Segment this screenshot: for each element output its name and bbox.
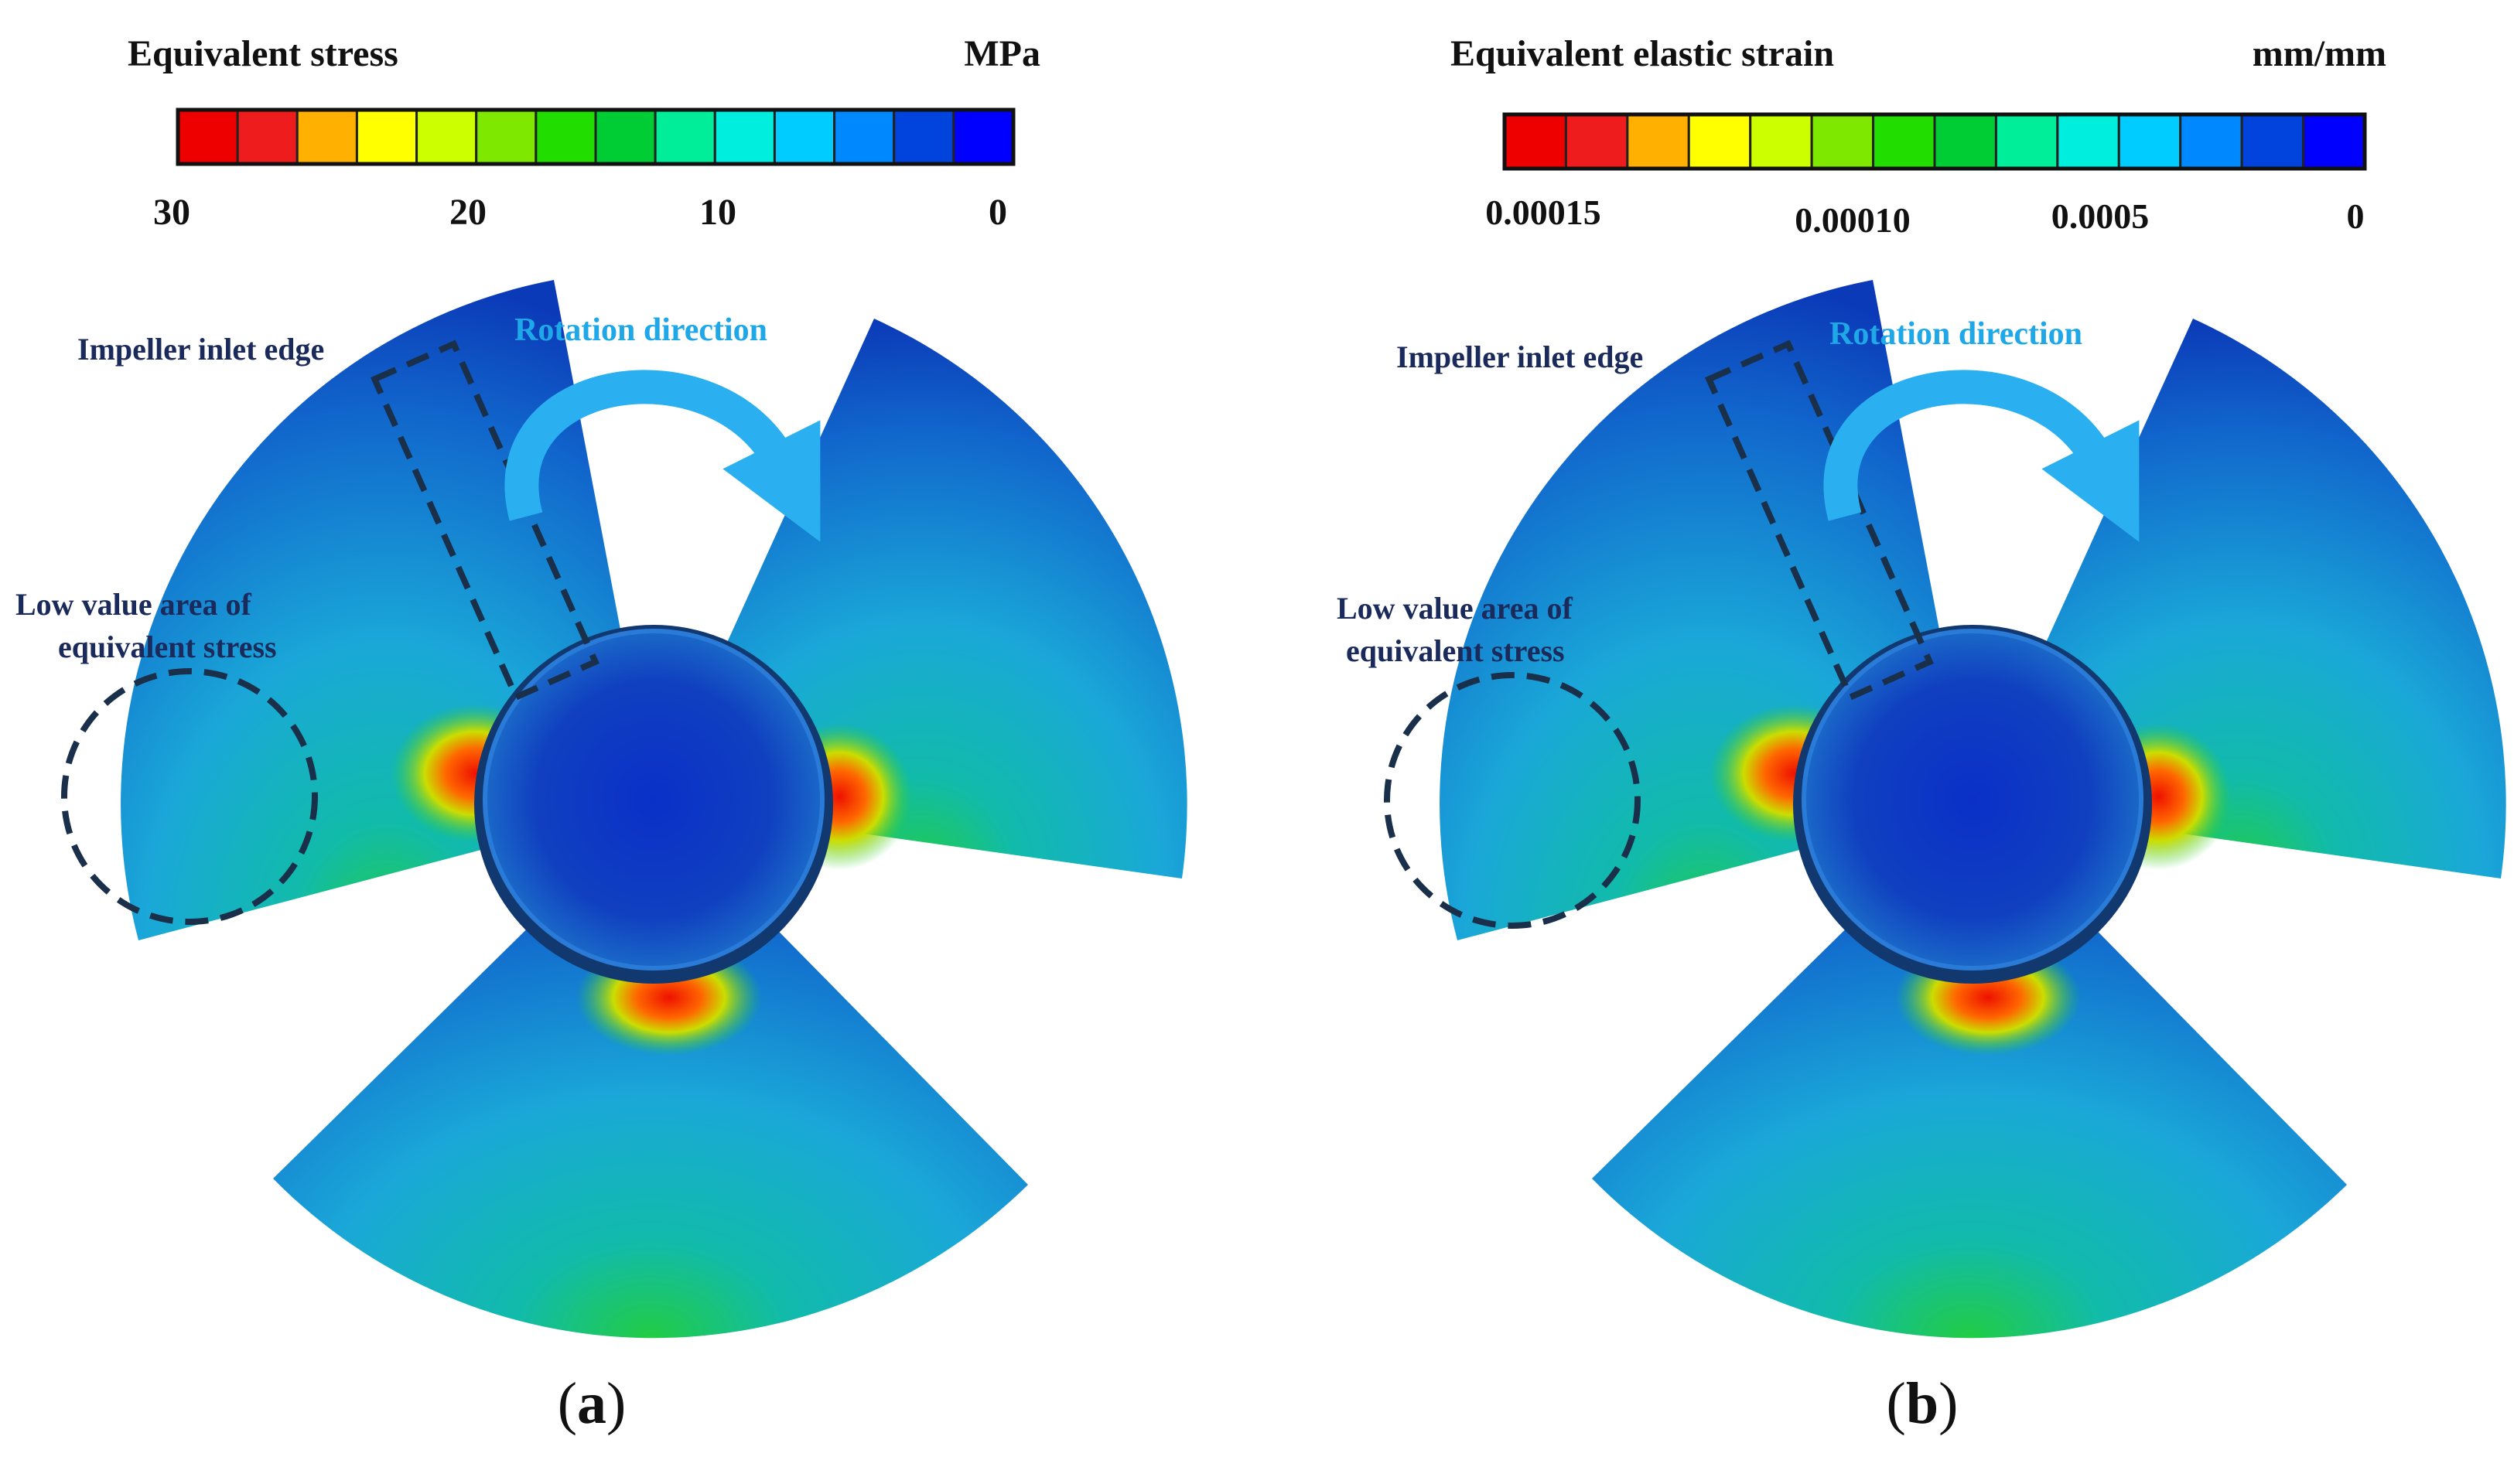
colorbar-cell [773, 108, 836, 165]
colorbar-cell [1872, 113, 1936, 170]
colorbar-tick-label: 0 [989, 192, 1007, 233]
colorbar-cell [1503, 113, 1567, 170]
colorbar [1502, 112, 2367, 171]
colorbar-cell [1933, 113, 1997, 170]
panel-caption: (b) [1887, 1371, 1959, 1436]
low-value-area-label: equivalent stress [58, 629, 277, 664]
colorbar-frame [176, 107, 1016, 166]
colorbar-cell [833, 108, 896, 165]
impeller-contour [1440, 280, 2506, 1338]
colorbar-cell [654, 108, 716, 165]
colorbar-cell [2056, 113, 2120, 170]
rotation-direction-label: Rotation direction [514, 312, 767, 348]
colorbar-unit: mm/mm [2253, 33, 2386, 74]
colorbar-cell [1749, 113, 1813, 170]
colorbar-tick-label: 10 [699, 192, 736, 233]
colorbar-cell [176, 108, 239, 165]
colorbar-cell [2240, 113, 2305, 170]
colorbar-cell [713, 108, 776, 165]
colorbar-cell [236, 108, 299, 165]
colorbar-cell [535, 108, 597, 165]
colorbar-cell [415, 108, 478, 165]
colorbar-cell [1687, 113, 1752, 170]
colorbar-cell [2179, 113, 2243, 170]
colorbar-cell [2302, 113, 2366, 170]
colorbar-cell [355, 108, 418, 165]
colorbar-cell [952, 108, 1015, 165]
low-value-area-label: Low value area of [15, 587, 251, 622]
rotation-direction-label: Rotation direction [1829, 316, 2082, 352]
colorbar-cell [295, 108, 358, 165]
colorbar-tick-label: 0.0005 [2051, 196, 2150, 236]
colorbar-tick-label: 0.00015 [1485, 193, 1601, 232]
panel-a: Equivalent stress MPa 30 20 10 0 Impelle… [15, 33, 1187, 1436]
colorbar-tick-label: 0.00010 [1795, 200, 1911, 240]
low-value-area-circle [1384, 672, 1641, 929]
colorbar-cell [2117, 113, 2182, 170]
colorbar-title: Equivalent stress [128, 33, 398, 74]
colorbar-tick-label: 20 [449, 192, 487, 233]
rotation-arrow [1823, 370, 2140, 542]
colorbar-cell [893, 108, 955, 165]
inlet-edge-label: Impeller inlet edge [1396, 339, 1643, 374]
colorbar-cell [594, 108, 657, 165]
colorbar-cell [1626, 113, 1690, 170]
colorbar-title: Equivalent elastic strain [1450, 33, 1834, 74]
low-value-area-circle [61, 668, 318, 925]
colorbar-cell [1810, 113, 1875, 170]
colorbar-cell [1994, 113, 2059, 170]
colorbar-cell [475, 108, 538, 165]
panel-b: Equivalent elastic strain mm/mm 0.00015 … [1337, 33, 2506, 1436]
colorbar-frame [1502, 112, 2367, 171]
panel-caption: (a) [558, 1371, 627, 1436]
inlet-edge-label: Impeller inlet edge [77, 332, 324, 367]
rotation-arrow [504, 370, 821, 542]
low-value-area-label: Low value area of [1337, 591, 1573, 626]
colorbar [176, 107, 1016, 166]
low-value-area-label: equivalent stress [1346, 633, 1565, 668]
colorbar-tick-label: 0 [2347, 196, 2365, 236]
impeller-contour [121, 280, 1187, 1338]
colorbar-tick-label: 30 [153, 192, 190, 233]
colorbar-cell [1564, 113, 1629, 170]
colorbar-unit: MPa [964, 33, 1040, 74]
